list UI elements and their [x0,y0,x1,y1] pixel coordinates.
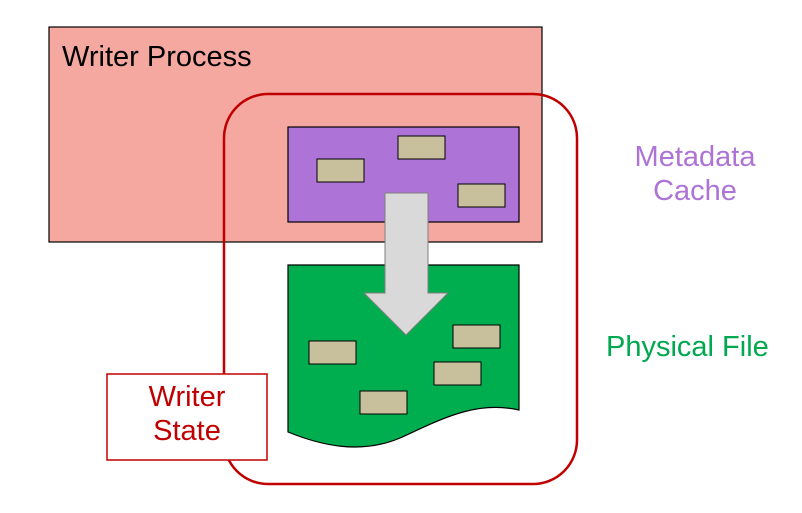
writer-state-label: Writer State [108,380,266,448]
writer-state-label-line1: Writer [148,381,226,413]
down-arrow-icon [362,192,450,336]
file-entry [359,390,408,415]
writer-state-boundary [222,92,579,486]
cache-entry [457,183,506,208]
physical-file-label: Physical File [606,331,769,363]
file-entry [452,324,501,349]
cache-entry [397,135,446,160]
writer-state-label-box [106,373,268,461]
writer-state-label-line2: State [153,415,221,447]
metadata-cache-label-line1: Metadata [634,141,756,173]
file-entry [308,340,357,365]
metadata-cache-label-line2: Cache [653,175,737,207]
physical-file-shape [287,264,520,448]
cache-entry [316,158,365,183]
writer-process-label: Writer Process [62,41,252,73]
file-entry [433,361,482,386]
metadata-cache-label: Metadata Cache [610,140,780,208]
